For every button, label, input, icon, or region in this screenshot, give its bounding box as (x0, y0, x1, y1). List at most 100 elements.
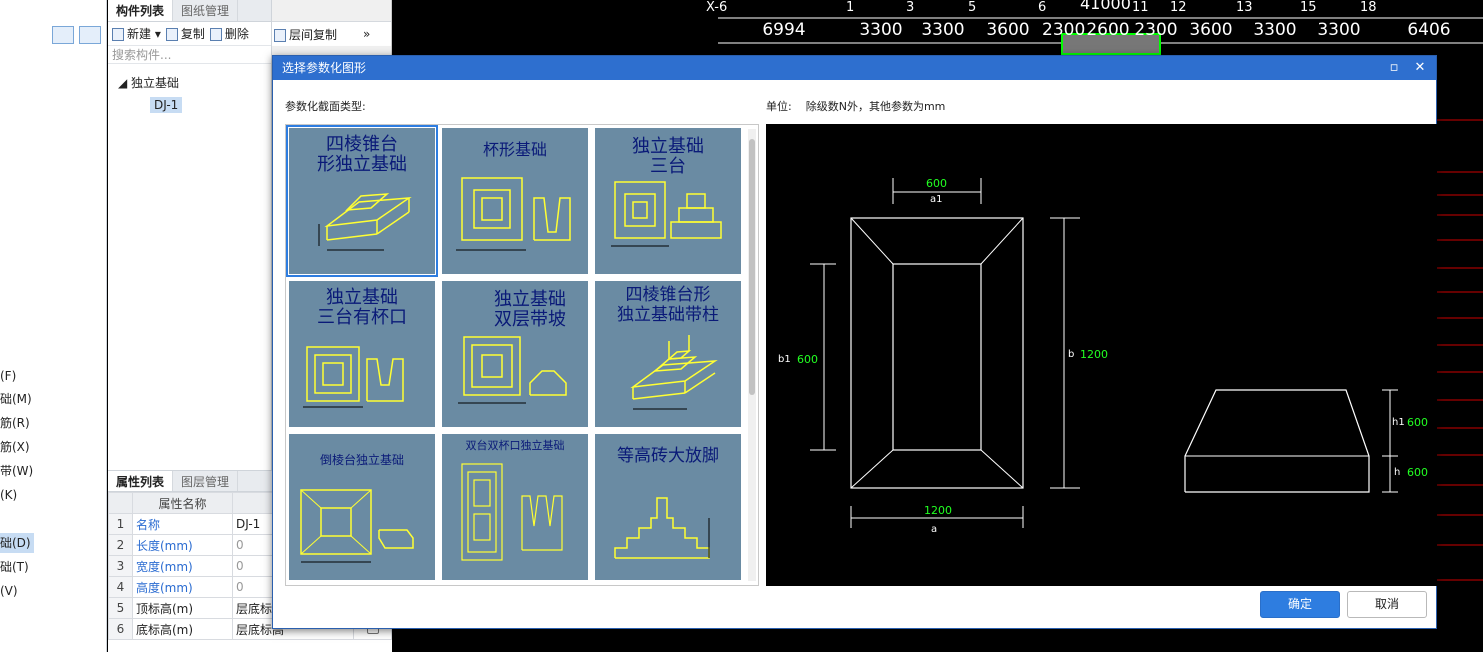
unit-label: 单位: 除级数N外，其他参数为mm (766, 100, 946, 113)
type-title: 双层带坡 (494, 309, 566, 330)
dimension-label: 2300 (1042, 20, 1086, 40)
copy-icon (165, 28, 178, 41)
dim-a1-value: 600 (926, 177, 947, 190)
nav-item[interactable]: 础(M) (0, 392, 32, 406)
dim-h-label: h (1394, 467, 1401, 478)
type-tile[interactable]: 等高砖大放脚 (595, 434, 741, 580)
tree-item-dj-1[interactable]: DJ-1 (150, 97, 183, 113)
dim-h1-label: h1 (1392, 417, 1405, 428)
list-view-icon[interactable] (52, 26, 74, 44)
double-cup-footing-icon (461, 463, 563, 561)
grid-scrollbar[interactable] (748, 129, 756, 581)
tab-drawing-management[interactable]: 图纸管理 (173, 0, 239, 21)
type-tile[interactable]: 倒棱台独立基础 (289, 434, 435, 580)
type-title: 杯形基础 (482, 140, 547, 159)
dialog-title: 选择参数化图形 (282, 61, 367, 75)
dimension-label: 3300 (921, 20, 965, 40)
preview-drawing (810, 178, 1398, 528)
type-title: 独立基础带柱 (617, 305, 719, 325)
nav-item[interactable]: (K) (0, 488, 18, 502)
axis-label: 3 (906, 0, 915, 15)
detail-view-icon[interactable] (79, 26, 101, 44)
nav-item[interactable]: 筋(X) (0, 440, 30, 454)
nav-item-selected[interactable]: 础(D) (0, 533, 34, 553)
type-title: 三台 (650, 156, 686, 177)
dimension-label: 3300 (1253, 20, 1297, 40)
nav-item[interactable]: (F) (0, 369, 17, 383)
nav-item[interactable]: (V) (0, 584, 18, 598)
dimension-label: 3300 (1317, 20, 1361, 40)
dimension-label: 6994 (762, 20, 806, 40)
axis-label: 1 (846, 0, 855, 15)
axis-label: 5 (968, 0, 977, 15)
type-title: 形独立基础 (317, 154, 407, 175)
cup-footing-icon (456, 177, 571, 251)
type-title: 独立基础 (326, 287, 398, 308)
dimension-label: 3600 (1189, 20, 1233, 40)
type-title: 四棱锥台 (326, 134, 398, 155)
type-tile[interactable]: 四棱锥台 形独立基础 (286, 125, 438, 277)
axis-label: 11 (1132, 0, 1149, 15)
dim-b-label: b (1068, 349, 1075, 360)
shape-preview: 600 a1 b1 600 b 1200 1200 a h1 600 h 600 (766, 124, 1437, 586)
axis-label: 12 (1170, 0, 1187, 15)
type-title: 三台有杯口 (317, 307, 407, 328)
type-tile[interactable]: 杯形基础 (442, 128, 588, 274)
type-tile[interactable]: 独立基础 三台有杯口 (289, 281, 435, 427)
dim-b1-value: 600 (797, 353, 818, 366)
tab-component-list[interactable]: 构件列表 (108, 0, 174, 21)
close-icon[interactable]: ✕ (1414, 60, 1426, 75)
nav-item[interactable]: 带(W) (0, 464, 34, 478)
cad-gridlines (718, 17, 1483, 581)
three-tier-footing-icon (611, 181, 722, 247)
three-tier-cup-footing-icon (303, 346, 404, 408)
nav-item[interactable]: 筋(R) (0, 416, 30, 430)
type-title: 四棱锥台形 (625, 285, 711, 305)
dim-b-value: 1200 (1080, 348, 1108, 361)
dimension-label: 3300 (859, 20, 903, 40)
floor-copy-button[interactable]: 层间复制 (274, 26, 337, 43)
delete-button[interactable]: 删除 (209, 25, 249, 42)
dimension-label: 2300 (1134, 20, 1178, 40)
parametric-shape-dialog: 选择参数化图形 ▫ ✕ 参数化截面类型: 单位: 除级数N外，其他参数为mm 四… (272, 55, 1437, 629)
column-header: 属性名称 (132, 492, 233, 514)
delete-icon (209, 28, 222, 41)
maximize-icon[interactable]: ▫ (1389, 60, 1399, 75)
search-input[interactable]: 搜索构件... (108, 46, 271, 64)
tab-property-list[interactable]: 属性列表 (108, 471, 174, 491)
section-type-grid: 四棱锥台 形独立基础 杯形基础 独立基础 三台 独立基础 三台有杯口 独立基础 … (285, 124, 759, 586)
axis-label: 18 (1360, 0, 1377, 15)
dialog-title-bar[interactable]: 选择参数化图形 ▫ ✕ (273, 56, 1436, 80)
type-tile[interactable]: 独立基础 三台 (595, 128, 741, 274)
type-title: 等高砖大放脚 (617, 446, 719, 466)
more-button[interactable]: » (363, 27, 371, 41)
dimension-label: 2600 (1086, 20, 1130, 40)
type-tile[interactable]: 双台双杯口独立基础 (442, 434, 588, 580)
nav-item[interactable]: 础(T) (0, 560, 29, 574)
type-tile[interactable]: 独立基础 双层带坡 (442, 281, 588, 427)
pyramid-footing-icon (318, 193, 412, 251)
type-title: 双台双杯口独立基础 (465, 439, 565, 452)
double-slope-footing-icon (458, 336, 567, 404)
new-icon (112, 28, 124, 41)
axis-label: 6 (1038, 0, 1047, 15)
type-tile[interactable]: 四棱锥台形 独立基础带柱 (595, 281, 741, 427)
section-label: 参数化截面类型: (285, 100, 366, 113)
dimension-label: 6406 (1407, 20, 1451, 40)
dim-a1-label: a1 (930, 194, 943, 205)
axis-label: 15 (1300, 0, 1317, 15)
dim-a-value: 1200 (924, 504, 952, 517)
new-button[interactable]: 新建 ▾ (112, 25, 161, 42)
floor-copy-icon (274, 28, 286, 42)
tab-layer-management[interactable]: 图层管理 (173, 471, 239, 491)
component-list-panel: 构件列表 图纸管理 新建 ▾ 复制 删除 搜索构件... ◢ 独立基础 DJ-1 (108, 0, 272, 470)
dim-b1-label: b1 (778, 354, 791, 365)
ok-button[interactable]: 确定 (1260, 591, 1340, 618)
cancel-button[interactable]: 取消 (1347, 591, 1427, 618)
tree-group[interactable]: ◢ 独立基础 (118, 76, 180, 90)
axis-label: 41000 (1080, 0, 1131, 13)
dim-h-value: 600 (1407, 466, 1428, 479)
copy-button[interactable]: 复制 (165, 25, 205, 42)
dim-h1-value: 600 (1407, 416, 1428, 429)
brick-step-footing-icon (614, 497, 710, 559)
